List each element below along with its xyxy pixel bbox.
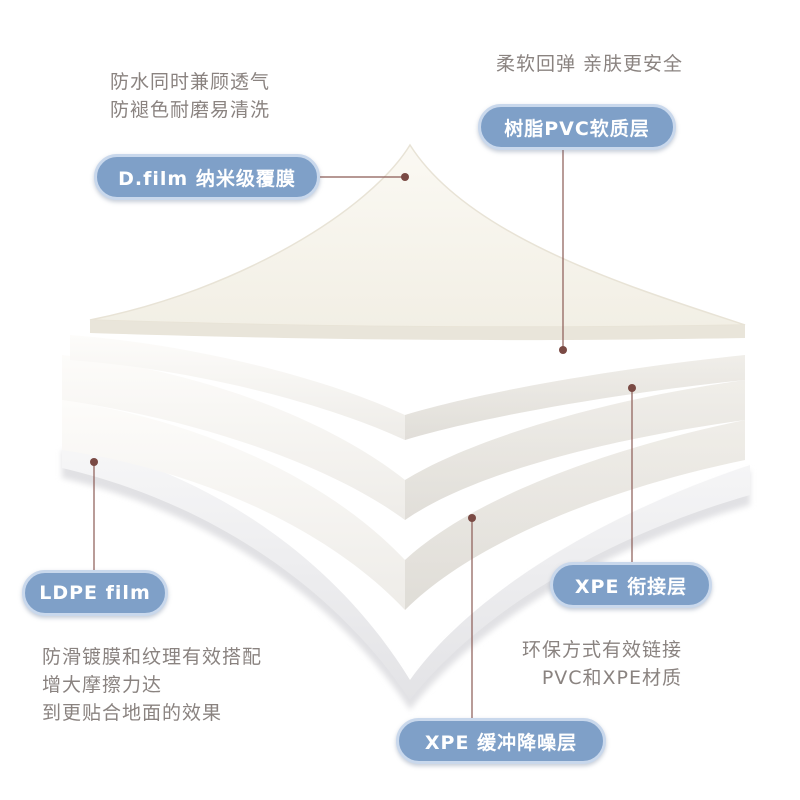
xpe-buffer-layer bbox=[62, 400, 745, 610]
pvc-label: 树脂PVC软质层 bbox=[478, 104, 676, 150]
xpe-link-label: XPE 衔接层 bbox=[550, 562, 712, 608]
dfilm-label: D.film 纳米级覆膜 bbox=[94, 154, 320, 200]
xpe-buffer-label: XPE 缓冲降噪层 bbox=[396, 718, 606, 764]
ldpe-description-line: 防滑镀膜和纹理有效搭配 bbox=[42, 646, 263, 668]
ldpe-description-line: 到更贴合地面的效果 bbox=[42, 702, 223, 724]
xpe-link-layer bbox=[62, 355, 745, 520]
pvc-dot bbox=[559, 346, 567, 354]
ldpe-dot bbox=[90, 458, 98, 466]
xpe-link-description-line: PVC和XPE材质 bbox=[541, 667, 683, 689]
ldpe-layer bbox=[62, 440, 750, 710]
pvc-description-line: 柔软回弹 亲肤更安全 bbox=[496, 53, 684, 75]
dfilm-description-line: 防褪色耐磨易清洗 bbox=[110, 99, 271, 121]
xpe-link-dot bbox=[628, 384, 636, 392]
pvc-layer bbox=[70, 335, 745, 440]
ldpe-description-line: 增大摩擦力达 bbox=[42, 674, 163, 696]
dfilm-dot bbox=[401, 173, 409, 181]
pvc-description: 柔软回弹 亲肤更安全 bbox=[496, 50, 683, 78]
leader-lines bbox=[93, 150, 633, 720]
dfilm-description: 防水同时兼顾透气 防褪色耐磨易清洗 bbox=[110, 68, 270, 124]
xpe-link-description-line: 环保方式有效链接 bbox=[522, 639, 683, 661]
ldpe-label: LDPE film bbox=[22, 570, 168, 616]
xpe-link-description: 环保方式有效链接 PVC和XPE材质 bbox=[522, 636, 682, 692]
leader-dots bbox=[90, 173, 636, 522]
dfilm-layer bbox=[89, 143, 746, 341]
ldpe-description: 防滑镀膜和纹理有效搭配 增大摩擦力达 到更贴合地面的效果 bbox=[42, 643, 262, 727]
dfilm-description-line: 防水同时兼顾透气 bbox=[110, 71, 271, 93]
xpe-buffer-dot bbox=[468, 514, 476, 522]
